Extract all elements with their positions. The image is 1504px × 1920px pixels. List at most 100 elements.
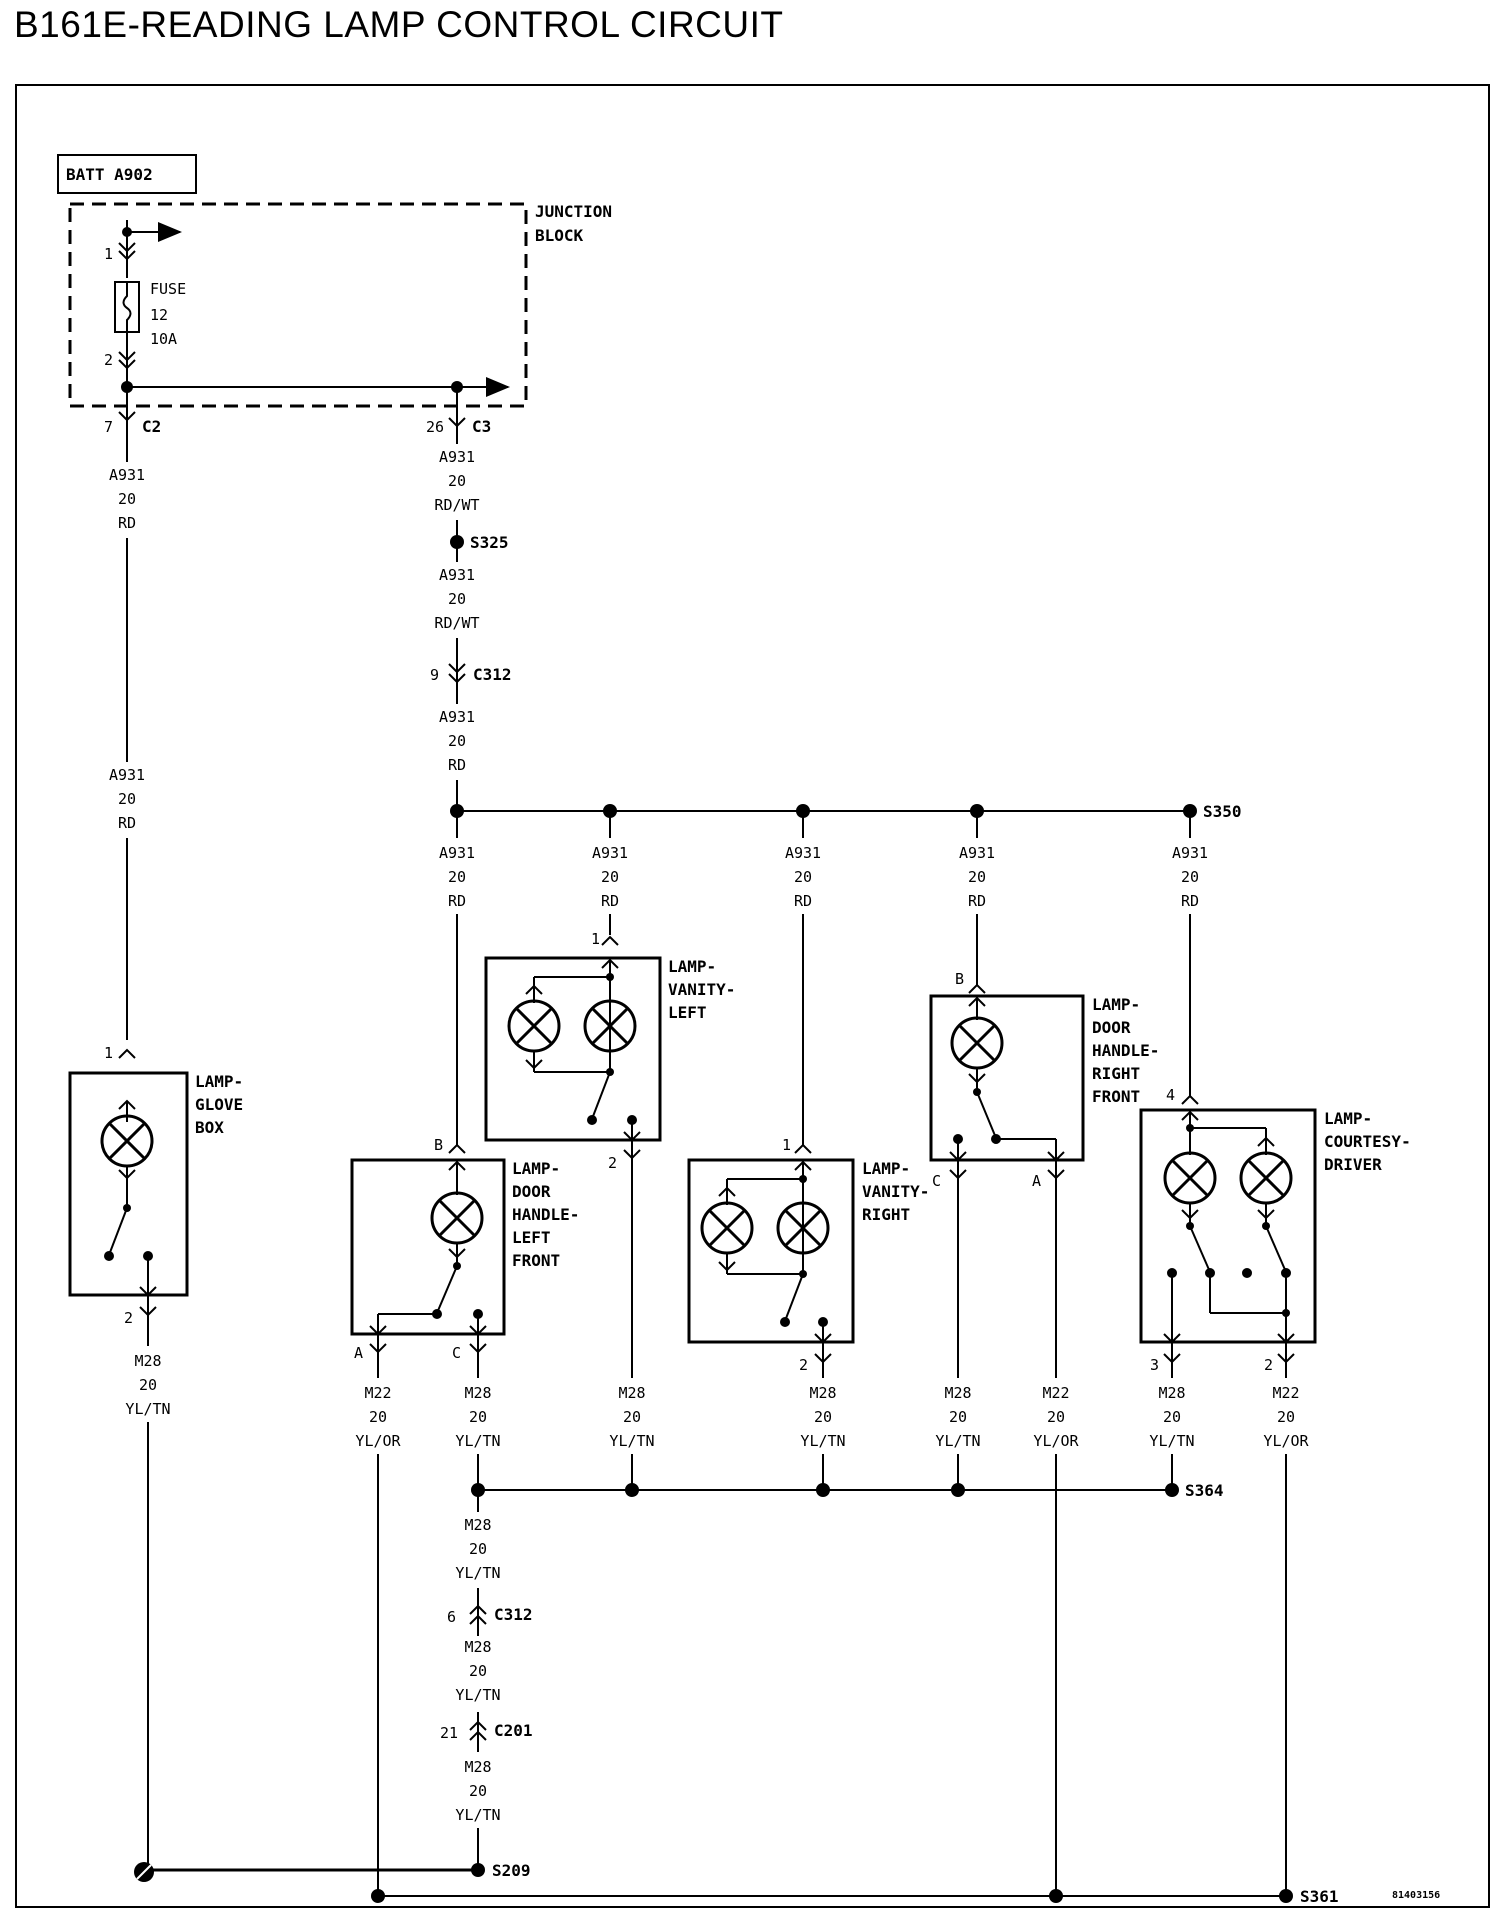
courtesy-pin-2: 2 [1264, 1356, 1273, 1374]
c312-upper-pin: 9 [430, 666, 439, 684]
wire-label: YL/TN [609, 1432, 654, 1450]
wire-label: 20 [118, 790, 136, 808]
lamp-vanity-left-label: VANITY- [668, 980, 735, 999]
wire-label: M22 [1272, 1384, 1299, 1402]
lamp-door-left-label: DOOR [512, 1182, 551, 1201]
lamp-door-right-label: FRONT [1092, 1087, 1140, 1106]
wire-label: A931 [1172, 844, 1208, 862]
wire-label: 20 [1181, 868, 1199, 886]
wire-label: M28 [464, 1638, 491, 1656]
wire-label: 20 [448, 868, 466, 886]
junction-block-label-2: BLOCK [535, 226, 584, 245]
wire-label: YL/OR [1263, 1432, 1309, 1450]
c2-pin: 7 [104, 418, 113, 436]
wire-label: A931 [109, 466, 145, 484]
fuse-pin-in: 1 [104, 245, 113, 263]
wire-label: A931 [439, 708, 475, 726]
lamp-door-left-label: FRONT [512, 1251, 560, 1270]
wire-label: RD/WT [434, 614, 479, 632]
wire-label: M28 [134, 1352, 161, 1370]
bus-s350: S350 [450, 802, 1242, 821]
wire-label: RD [968, 892, 986, 910]
diagram-frame [15, 84, 1490, 1908]
wire-label: YL/TN [1149, 1432, 1194, 1450]
splice-s361: S361 [1300, 1887, 1339, 1906]
lamp-vanity-left-label: LEFT [668, 1003, 707, 1022]
wire-label: RD [601, 892, 619, 910]
drawing-code: 81403156 [1392, 1890, 1440, 1901]
wire-label: A931 [109, 766, 145, 784]
wire-label: 20 [469, 1662, 487, 1680]
wire-label: YL/TN [800, 1432, 845, 1450]
wire-label: 20 [139, 1376, 157, 1394]
splice-s361-group: S361 [371, 1887, 1339, 1906]
wire-label: 20 [118, 490, 136, 508]
lower-wire-labels: M22 20 YL/OR M28 20 YL/TN M28 20 YL/TN M… [345, 1378, 1319, 1454]
wire-label: YL/OR [355, 1432, 401, 1450]
battery-source-label: BATT A902 [57, 154, 197, 194]
lamp-door-right-label: RIGHT [1092, 1064, 1140, 1083]
door-left-pin-c: C [452, 1344, 461, 1362]
vanity-left-pin-top: 1 [591, 930, 600, 948]
wire-label: 20 [448, 472, 466, 490]
wire-label: YL/OR [1033, 1432, 1079, 1450]
door-left-pin-top: B [434, 1136, 443, 1154]
lamp-door-left-label: HANDLE- [512, 1205, 579, 1224]
lamp-vanity-left: 1 2 LAMP- VANITY- LEFT [484, 930, 735, 1490]
lamp-courtesy-driver: 4 3 2 LA [1139, 1086, 1411, 1896]
c312-lower-pin: 6 [447, 1608, 456, 1626]
c201-pin: 21 [440, 1724, 458, 1742]
lower-trunk: M28 20 YL/TN 6 C312 M28 20 YL/TN 21 C201… [440, 1512, 533, 1828]
lamp-door-right-label: DOOR [1092, 1018, 1131, 1037]
glove-pin-top: 1 [104, 1044, 113, 1062]
left-feed: 7 C2 A931 20 RD A931 20 RD 1 [100, 387, 161, 1062]
lamp-vanity-left-label: LAMP- [668, 957, 716, 976]
wire-label: 20 [1047, 1408, 1065, 1426]
wire-label: M28 [809, 1384, 836, 1402]
wire-label: 20 [469, 1540, 487, 1558]
door-right-pin-top: B [955, 970, 964, 988]
wire-label: 20 [794, 868, 812, 886]
lamp-vanity-right: 1 2 LAMP- VANITY- RIGHT [687, 1136, 929, 1490]
fuse-12: 1 FUSE 12 10A 2 [104, 220, 510, 397]
wire-label: 20 [1163, 1408, 1181, 1426]
fuse-rating: 10A [150, 330, 177, 348]
wire-label: 20 [469, 1408, 487, 1426]
wire-label: YL/TN [455, 1432, 500, 1450]
door-right-pin-a: A [1032, 1172, 1041, 1190]
c2-label: C2 [142, 417, 161, 436]
c312-lower-label: C312 [494, 1605, 533, 1624]
splice-s325: S325 [470, 533, 509, 552]
door-left-pin-a: A [354, 1344, 363, 1362]
lamp-courtesy-label: LAMP- [1324, 1109, 1372, 1128]
lamp-door-handle-left-front: B A C LAMP- DOOR HANDLE- LEFT FRONT [350, 1136, 579, 1896]
splice-s364: S364 [1185, 1481, 1224, 1500]
wire-label: YL/TN [125, 1400, 170, 1418]
wire-label: M28 [944, 1384, 971, 1402]
vanity-left-pin-bottom: 2 [608, 1154, 617, 1172]
wire-label: RD [1181, 892, 1199, 910]
wire-label: M28 [464, 1758, 491, 1776]
wire-label: 20 [968, 868, 986, 886]
bus-s364: S364 [471, 1481, 1224, 1500]
right-feed: 26 C3 A931 20 RD/WT S325 A931 20 RD/WT 9… [424, 387, 512, 810]
lamp-courtesy-label: DRIVER [1324, 1155, 1382, 1174]
splice-s350: S350 [1203, 802, 1242, 821]
wire-label: 20 [469, 1782, 487, 1800]
wire-label: YL/TN [455, 1686, 500, 1704]
c3-pin: 26 [426, 418, 444, 436]
wire-label: 20 [601, 868, 619, 886]
wire-label: YL/TN [455, 1564, 500, 1582]
splice-s209: S209 [492, 1861, 531, 1880]
wire-label: A931 [439, 448, 475, 466]
page-title: B161E-READING LAMP CONTROL CIRCUIT [14, 4, 784, 45]
vanity-right-pin-top: 1 [782, 1136, 791, 1154]
courtesy-pin-top: 4 [1166, 1086, 1175, 1104]
wire-label: A931 [439, 844, 475, 862]
wire-label: YL/TN [455, 1806, 500, 1824]
wire-label: 20 [1277, 1408, 1295, 1426]
lamp-glove-box: 2 LAMP- GLOVE BOX M28 20 YL/TN [68, 1071, 243, 1868]
lamp-vanity-right-label: VANITY- [862, 1182, 929, 1201]
wire-label: A931 [439, 566, 475, 584]
c3-label: C3 [472, 417, 491, 436]
